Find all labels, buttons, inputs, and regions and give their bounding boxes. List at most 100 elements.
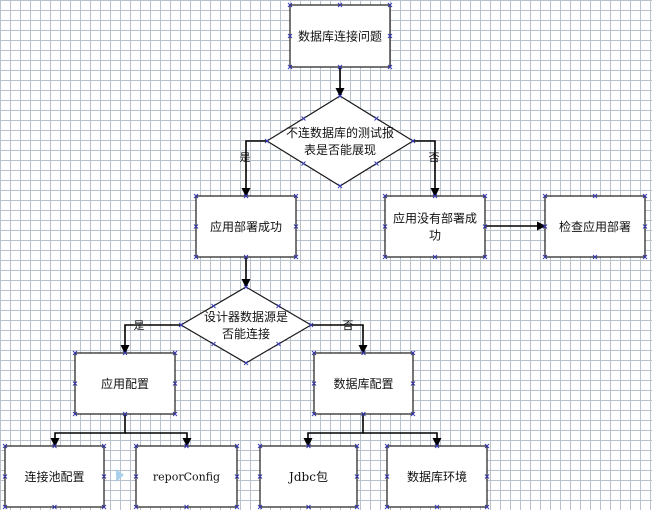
connection-point-icon — [276, 303, 281, 309]
connection-point-icon — [361, 350, 366, 356]
connection-point-icon — [432, 254, 438, 260]
connection-point-icon — [542, 254, 548, 260]
connection-point-icon — [293, 224, 299, 229]
connection-point-icon — [306, 443, 311, 449]
connection-point-icon — [52, 443, 57, 449]
connection-point-icon — [484, 443, 490, 449]
edge-q2-no-to-db-cfg — [311, 324, 368, 354]
connection-point-icon — [122, 411, 128, 417]
connection-point-icon — [301, 161, 306, 166]
connection-point-icon — [178, 322, 184, 328]
node-label-line: 应用没有部署成 — [393, 211, 477, 226]
connection-point-icon — [642, 254, 648, 260]
connection-point-icon — [484, 504, 490, 510]
connection-point-icon — [382, 254, 388, 260]
connection-point-icon — [257, 443, 263, 449]
node-label-line: Jdbc包 — [287, 470, 328, 484]
node-app-cfg[interactable]: 应用配置 — [74, 352, 176, 415]
connection-point-icon — [374, 116, 379, 121]
connection-point-icon — [308, 322, 314, 328]
node-label-line: reporConfig — [153, 471, 220, 484]
connection-point-icon — [184, 504, 189, 510]
connection-point-icon — [542, 193, 548, 199]
connection-point-icon — [243, 360, 249, 366]
edge-label-q2-yes: 是 — [134, 319, 145, 332]
connection-point-icon — [193, 254, 199, 260]
node-repor[interactable]: reporConfig — [135, 445, 238, 508]
connection-point-icon — [387, 2, 393, 8]
connection-point-icon — [101, 474, 107, 479]
connection-point-icon — [184, 443, 189, 449]
node-deploy-ok[interactable]: 应用部署成功 — [195, 195, 297, 258]
connection-point-icon — [287, 64, 293, 70]
edge-label-q1-no: 否 — [429, 151, 440, 164]
connection-point-icon — [234, 474, 240, 479]
node-label-line: 连接池配置 — [24, 469, 84, 484]
connection-point-icon — [384, 504, 390, 510]
connection-point-icon — [243, 284, 249, 290]
connection-point-icon — [172, 381, 178, 386]
connection-point-icon — [354, 443, 360, 449]
connection-point-icon — [306, 504, 311, 510]
node-dbenv[interactable]: 数据库环境 — [386, 445, 488, 508]
node-label-line: 否能连接 — [222, 326, 270, 341]
connection-point-icon — [2, 504, 8, 510]
connection-point-icon — [234, 443, 240, 449]
connection-point-icon — [311, 411, 317, 417]
connection-point-icon — [72, 381, 78, 386]
node-label-line: 功 — [429, 229, 441, 243]
connection-point-icon — [484, 474, 490, 479]
connection-point-icon — [387, 64, 393, 70]
connection-point-icon — [542, 224, 548, 229]
connection-point-icon — [337, 183, 343, 189]
node-box — [384, 195, 486, 258]
edge-label-q2-no: 否 — [343, 319, 354, 332]
connection-point-icon — [101, 443, 107, 449]
node-label-line: 应用配置 — [101, 376, 149, 391]
decision-diamond — [179, 286, 313, 364]
node-label-line: 数据库连接问题 — [298, 29, 382, 44]
node-pool[interactable]: 连接池配置 — [4, 445, 105, 508]
edge-db-cfg-split — [303, 414, 364, 447]
edge-q2-yes-to-app-cfg — [120, 324, 181, 354]
connection-point-icon — [642, 224, 648, 229]
edge-app-cfg-split — [50, 414, 126, 447]
node-label-line: 数据库环境 — [407, 469, 467, 484]
connection-point-icon — [287, 33, 293, 39]
connection-point-icon — [311, 381, 317, 386]
connection-point-icon — [374, 161, 379, 166]
edge-app-cfg-to-repor — [125, 432, 192, 447]
node-db-cfg[interactable]: 数据库配置 — [313, 352, 414, 415]
connection-point-icon — [193, 224, 199, 229]
connection-point-icon — [2, 474, 8, 479]
connection-point-icon — [52, 504, 57, 510]
connection-point-icon — [193, 193, 199, 199]
flowchart-edge-labels: 是否是否 — [134, 151, 440, 332]
decision-diamond — [265, 95, 415, 187]
node-root[interactable]: 数据库连接问题 — [289, 4, 391, 68]
connection-point-icon — [592, 254, 598, 260]
connection-point-icon — [257, 504, 263, 510]
node-check[interactable]: 检查应用部署 — [544, 195, 646, 258]
connection-point-icon — [287, 2, 293, 8]
node-jdbc[interactable]: Jdbc包 — [259, 445, 358, 508]
connection-point-icon — [211, 303, 216, 309]
connection-point-icon — [172, 411, 178, 417]
flowchart-edges — [50, 67, 546, 482]
connection-point-icon — [361, 411, 366, 417]
connector-hint-arrow-icon — [116, 469, 124, 482]
connection-point-icon — [264, 138, 270, 144]
connection-point-icon — [354, 504, 360, 510]
connection-point-icon — [434, 504, 440, 510]
connection-point-icon — [410, 350, 416, 356]
node-box — [289, 4, 391, 68]
connection-point-icon — [211, 341, 216, 347]
flowchart-nodes: 数据库连接问题不连数据库的测试报表是否能展现应用部署成功应用没有部署成功检查应用… — [4, 4, 646, 508]
connection-point-icon — [482, 254, 488, 260]
node-box — [135, 445, 238, 508]
connection-point-icon — [337, 64, 343, 70]
